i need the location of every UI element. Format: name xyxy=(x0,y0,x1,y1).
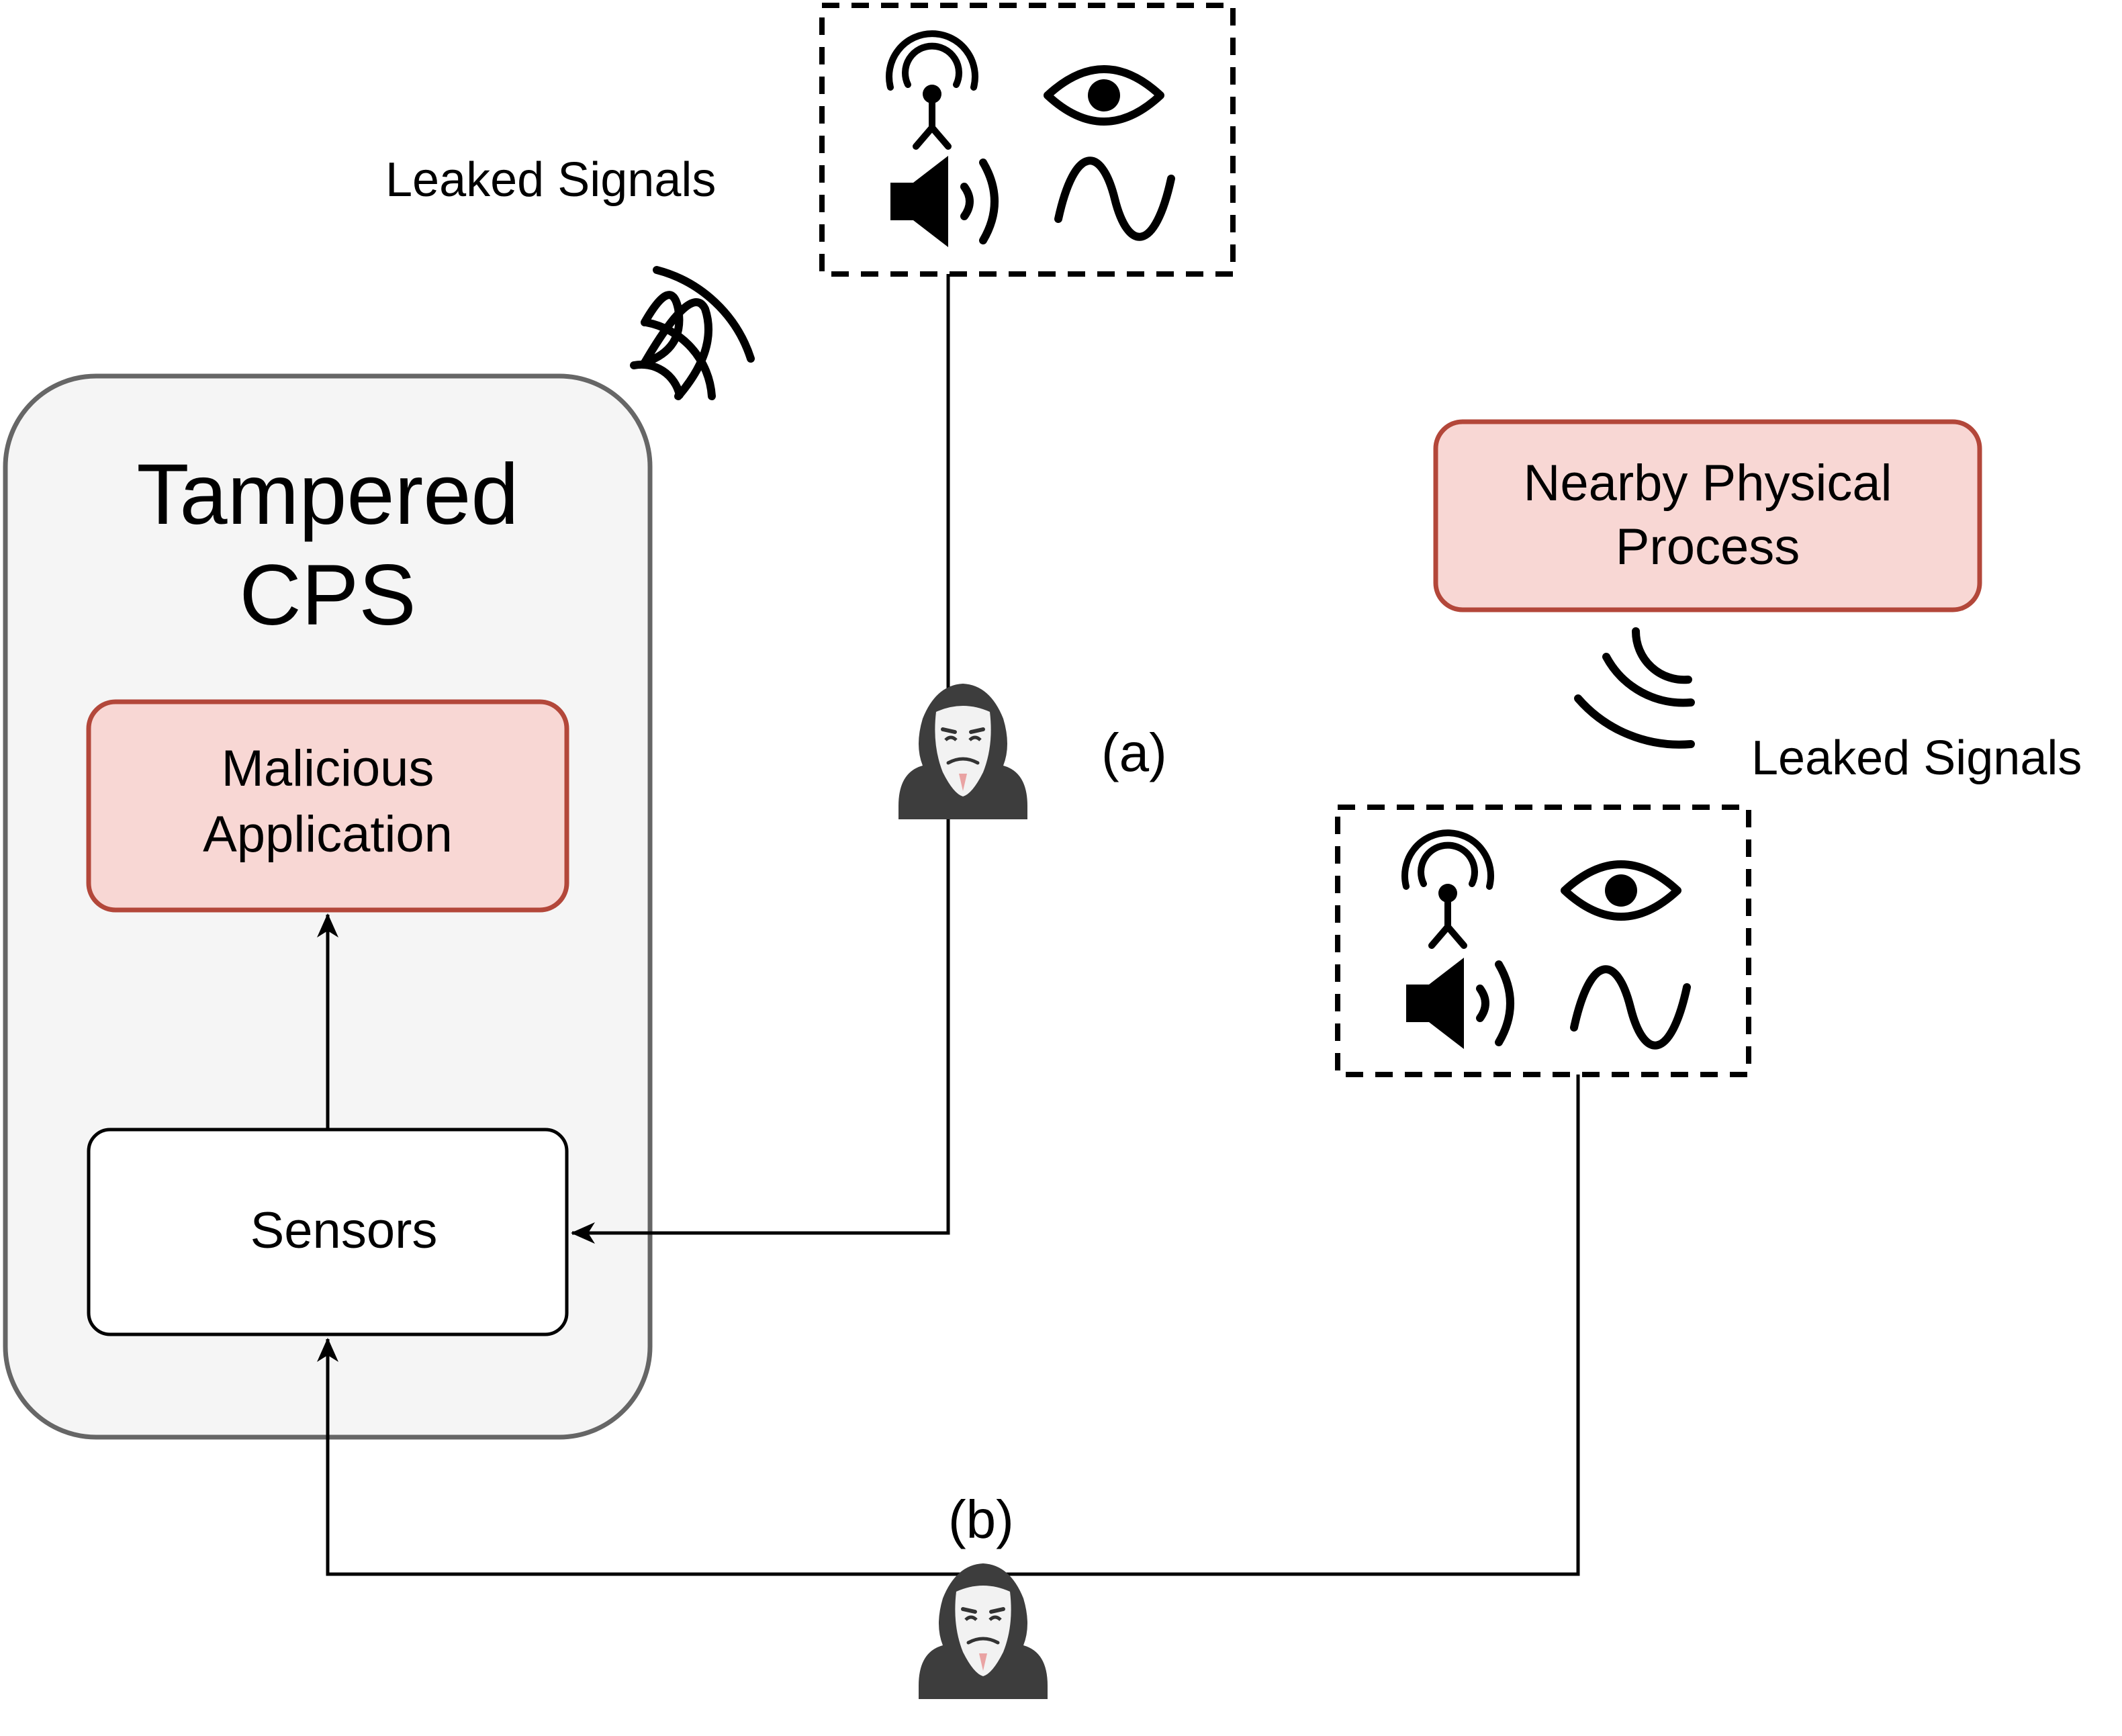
sine-wave-icon xyxy=(1058,161,1171,236)
hacker-icon-a xyxy=(898,684,1027,819)
sine-wave-icon xyxy=(1574,969,1687,1045)
malicious-application-box[interactable] xyxy=(86,699,569,913)
eye-icon xyxy=(1048,69,1160,122)
antenna-icon xyxy=(889,34,975,146)
leaked-signal-box-right xyxy=(1335,805,1751,1077)
leaked-signal-box-top xyxy=(819,3,1236,277)
nearby-physical-process-box[interactable] xyxy=(1433,419,1982,612)
speaker-icon xyxy=(890,156,995,247)
cps-title-line2: CPS xyxy=(239,547,416,643)
signal-waves-icon xyxy=(641,291,712,400)
sensors-label: Sensors xyxy=(250,1202,438,1259)
eye-icon xyxy=(1565,864,1677,917)
leaked-signals-label-top: Leaked Signals xyxy=(385,153,716,207)
signal-waves-top xyxy=(630,266,755,400)
hacker-icon-b xyxy=(919,1563,1048,1699)
signal-waves-right xyxy=(1574,627,1695,749)
nearby-label-line1: Nearby Physical xyxy=(1523,455,1892,512)
nearby-label-line2: Process xyxy=(1616,518,1800,576)
malicious-label-line1: Malicious xyxy=(222,740,434,797)
path-a-label: (a) xyxy=(1101,723,1167,782)
leaked-signals-label-right: Leaked Signals xyxy=(1751,731,2082,785)
attack-path-a xyxy=(571,274,950,1244)
path-b-label: (b) xyxy=(948,1490,1014,1549)
speaker-icon xyxy=(1406,958,1510,1049)
attack-path-b xyxy=(317,1075,1580,1576)
cps-title-line1: Tampered xyxy=(136,447,518,543)
antenna-icon xyxy=(1405,833,1491,946)
malicious-label-line2: Application xyxy=(203,806,453,863)
